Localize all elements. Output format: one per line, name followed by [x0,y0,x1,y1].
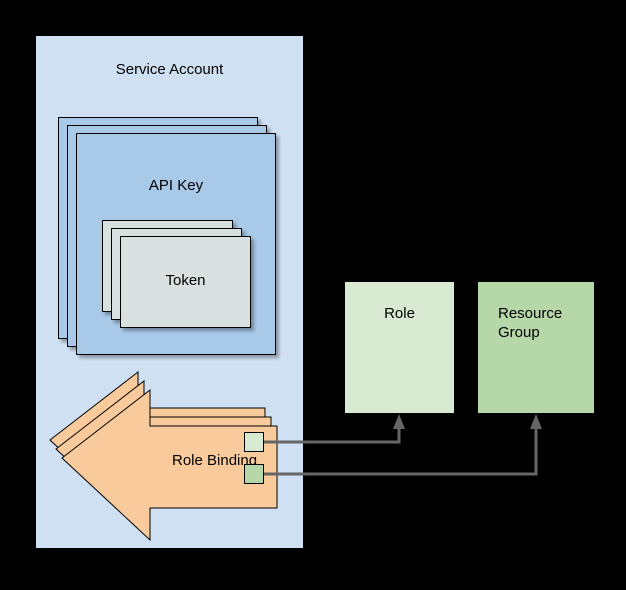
api-key-label: API Key [148,177,204,194]
token-label: Token [165,272,206,289]
node-role[interactable]: Role [345,282,454,413]
edge-role-arrowhead [393,414,405,429]
resource-group-label: Resource Group [498,305,563,341]
role-binding-port-role[interactable] [244,432,264,452]
role-binding-port-resource-group[interactable] [244,464,264,484]
role-binding-label: Role Binding [172,452,257,469]
token-card-front[interactable]: Token [120,236,251,328]
node-resource-group[interactable]: Resource Group [478,282,594,413]
service-account-label: Service Account [115,61,224,78]
node-role-binding-stack[interactable]: Role Binding [49,370,282,542]
edge-role-binding-to-resource-group [264,428,538,476]
node-token-stack[interactable]: Token [102,220,251,328]
edge-resource-group-arrowhead [530,414,542,429]
role-label: Role [384,305,415,322]
node-api-key-stack[interactable]: API Key Token [58,117,276,355]
